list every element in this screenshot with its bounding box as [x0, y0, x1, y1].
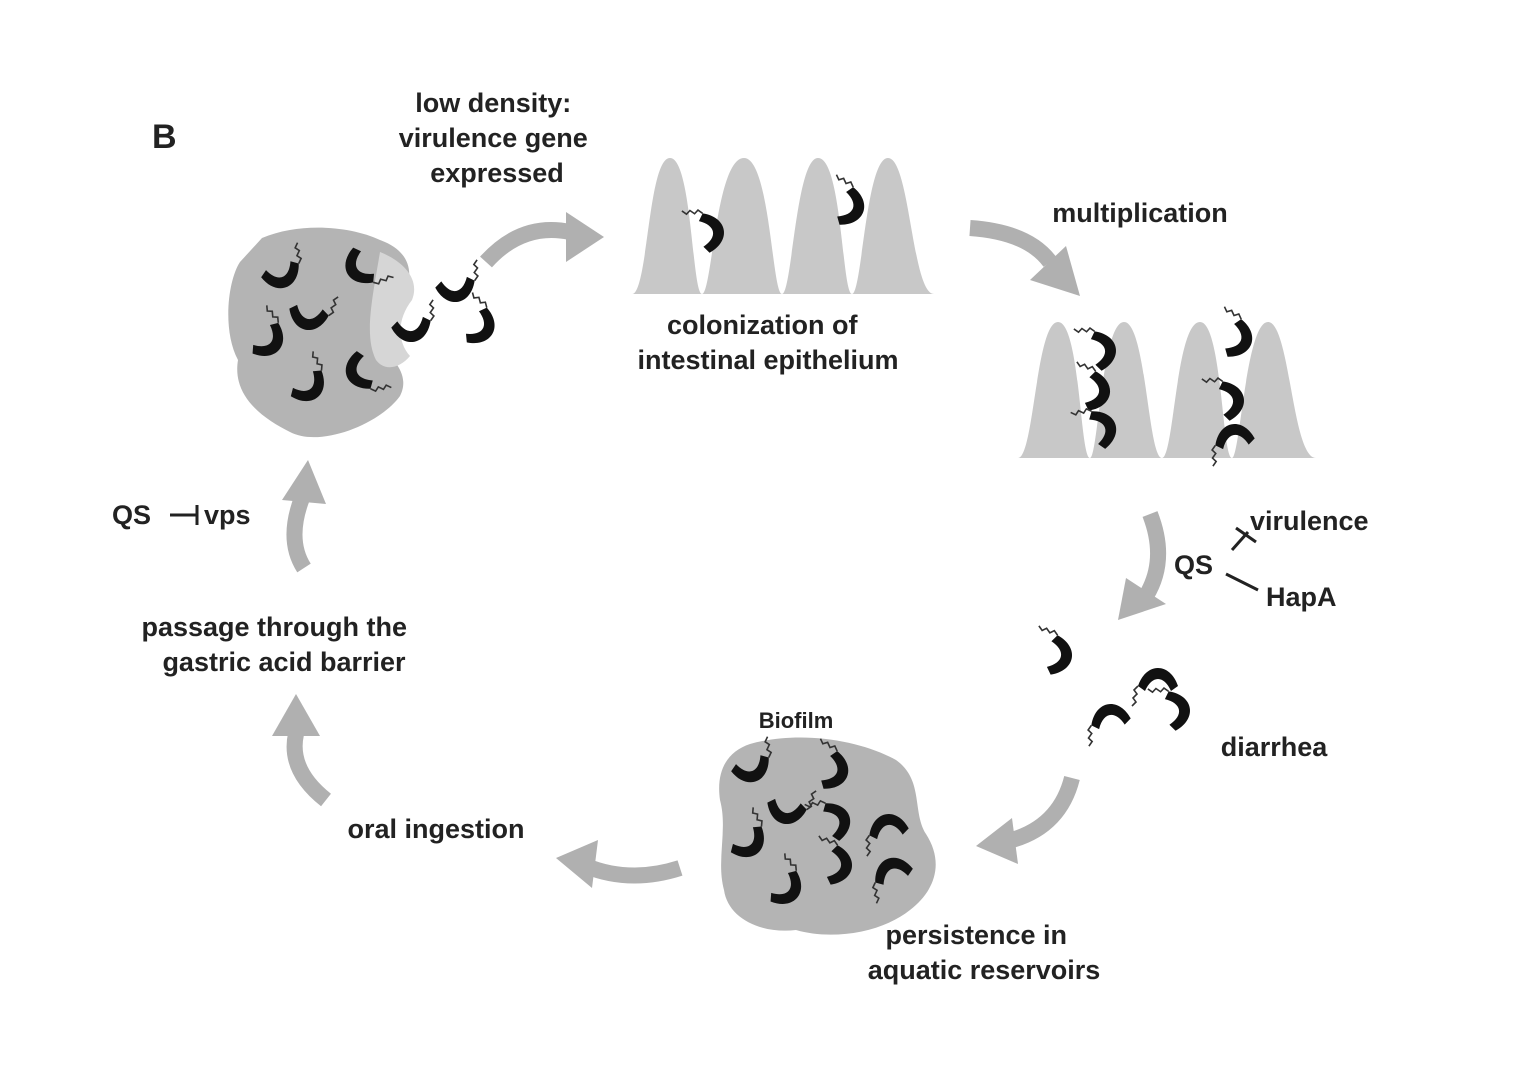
hapa-label: HapA [1266, 582, 1337, 612]
arrow-to-cluster [282, 460, 326, 573]
persistence-label: persistence in aquatic reservoirs [868, 920, 1101, 985]
qs-left-label: QS [112, 500, 151, 530]
qs-inhibits-virulence [1230, 526, 1257, 551]
diarrhea-label: diarrhea [1221, 732, 1329, 762]
diarrhea-bacteria [1030, 625, 1195, 747]
arrow-to-colonization [480, 212, 604, 268]
arrow-to-passage [272, 694, 332, 807]
panel-letter: B [152, 118, 177, 156]
arrow-to-oral-ingestion [556, 840, 683, 888]
dispersing-cluster [228, 227, 507, 438]
virulence-label: virulence [1250, 506, 1369, 536]
biofilm-cluster [717, 735, 936, 935]
low-density-label: low density: virulence gene expressed [399, 88, 596, 188]
qs-right-label: QS [1174, 550, 1213, 580]
arrow-to-multiplication [969, 220, 1080, 296]
vps-label: vps [204, 500, 251, 530]
arrow-to-diarrhea [1118, 511, 1166, 620]
oral-ingestion-label: oral ingestion [347, 814, 524, 844]
passage-label: passage through the gastric acid barrier [141, 612, 414, 677]
qs-inhibits-vps [170, 505, 199, 525]
intestinal-villi-multiplication [1018, 305, 1316, 467]
intestinal-villi-colonization [632, 158, 934, 294]
multiplication-label: multiplication [1052, 198, 1228, 228]
biofilm-label: Biofilm [759, 708, 834, 733]
colonization-label: colonization of intestinal epithelium [637, 310, 898, 375]
arrow-to-biofilm [976, 775, 1080, 864]
qs-activates-hapa [1225, 572, 1259, 592]
